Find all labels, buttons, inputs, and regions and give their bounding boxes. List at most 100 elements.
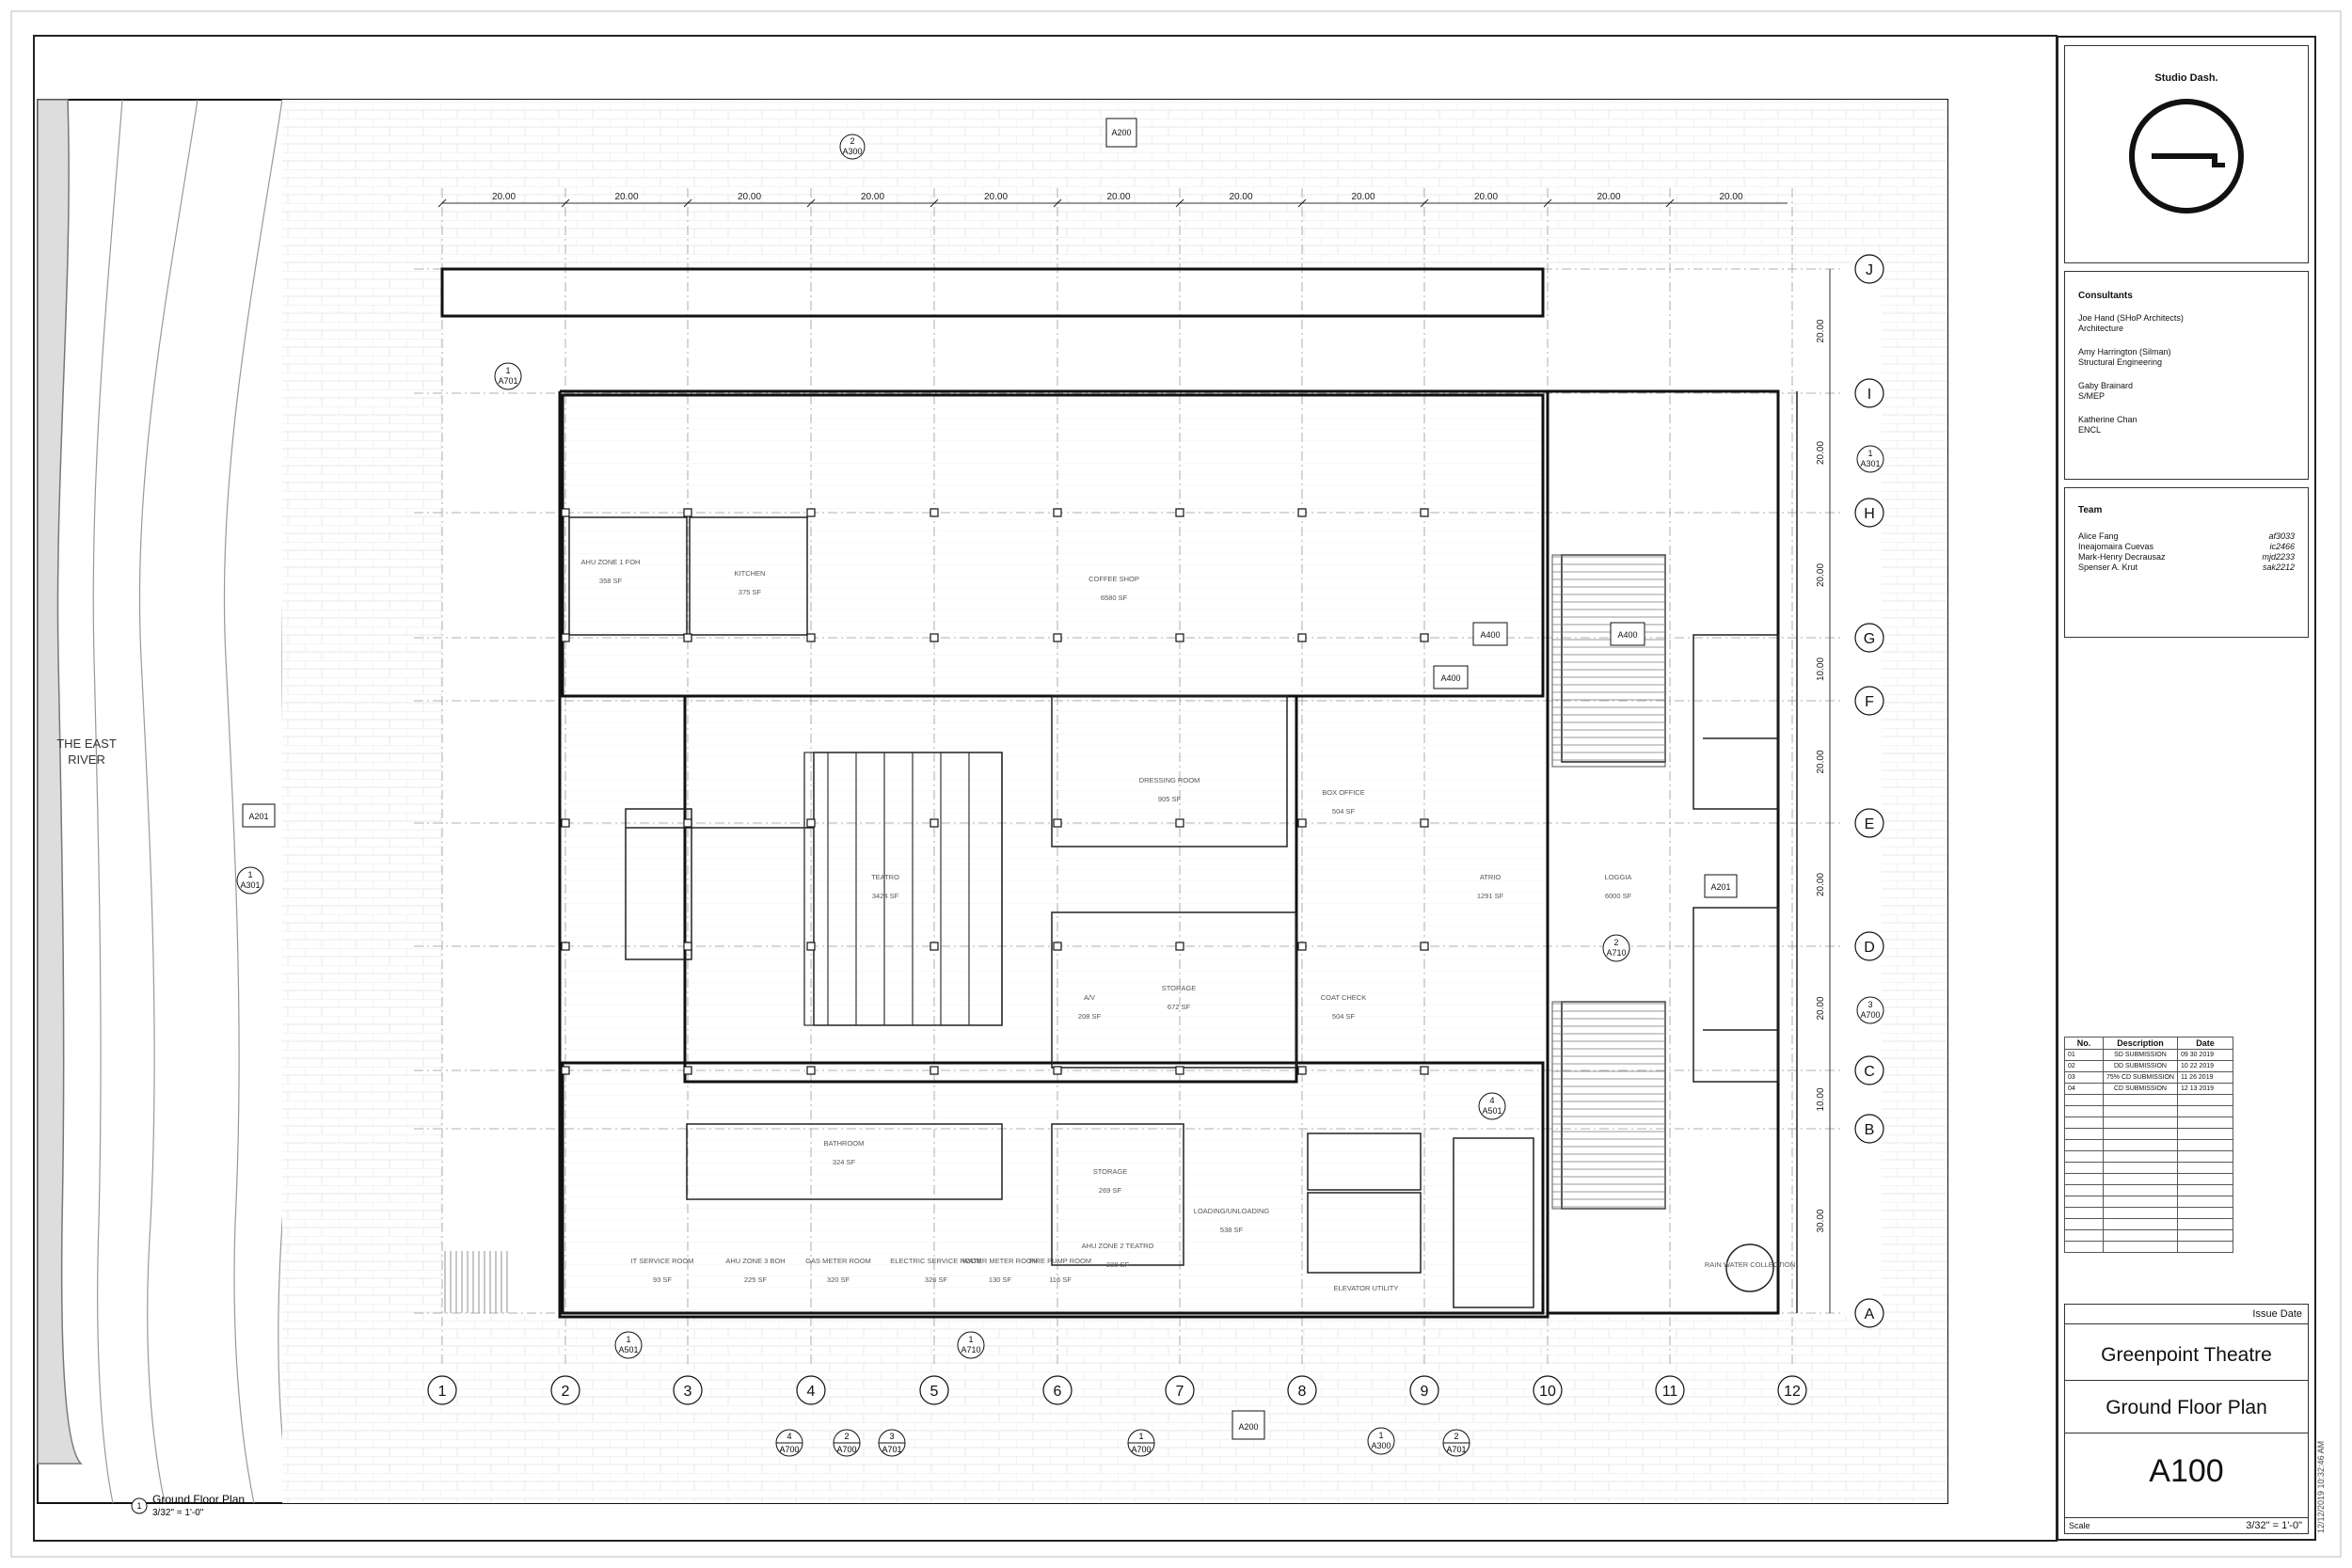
svg-text:1: 1: [626, 1335, 630, 1344]
room-label: FIRE PUMP ROOM 116 SF: [1029, 1257, 1091, 1284]
section-tag-a300-top[interactable]: 2 A300: [839, 134, 866, 160]
svg-text:326 SF: 326 SF: [925, 1275, 948, 1284]
svg-text:ATRIO: ATRIO: [1480, 873, 1502, 881]
elevation-tag-a400-left[interactable]: A400: [1472, 622, 1508, 646]
grid-bubble-row-B: B: [1854, 1114, 1884, 1144]
grid-bubble-col-9: 9: [1409, 1375, 1439, 1405]
side-dimension: 10.00: [1816, 657, 1826, 681]
consultant-3-name: Gaby Brainard: [2078, 381, 2134, 390]
elevation-tag-a200-top[interactable]: A200: [1105, 118, 1137, 148]
elevation-tag-a400-mid[interactable]: A400: [1433, 665, 1469, 689]
revision-row: [2064, 1117, 2233, 1129]
side-dimension: 30.00: [1816, 1209, 1826, 1232]
rev-col-no: No.: [2064, 1037, 2104, 1050]
grid-bubble-row-D: D: [1854, 931, 1884, 961]
grid-bubble-row-C: C: [1854, 1055, 1884, 1085]
elevation-tag-a200-bottom[interactable]: A200: [1232, 1410, 1265, 1440]
svg-text:IT SERVICE ROOM: IT SERVICE ROOM: [631, 1257, 694, 1265]
svg-text:ELEVATOR UTILITY: ELEVATOR UTILITY: [1334, 1284, 1399, 1292]
svg-text:A300: A300: [842, 147, 862, 156]
svg-text:1: 1: [968, 1335, 973, 1344]
section-tag-a301-right[interactable]: 1 A301: [1856, 445, 1884, 473]
svg-text:BATHROOM: BATHROOM: [824, 1139, 865, 1148]
consultant-2-role: Structural Engineering: [2078, 357, 2163, 367]
river-label-1: THE EAST: [56, 736, 117, 751]
section-tag-a710-bottom[interactable]: 1 A710: [957, 1331, 985, 1359]
svg-text:A700: A700: [1860, 1010, 1880, 1020]
svg-text:A700: A700: [836, 1445, 856, 1454]
svg-text:E: E: [1865, 816, 1875, 832]
svg-text:I: I: [1867, 387, 1871, 403]
sheet-info-panel: Issue Date Greenpoint Theatre Ground Flo…: [2064, 1304, 2309, 1534]
scale-value: 3/32" = 1'-0": [2246, 1520, 2302, 1531]
grid-bubble-row-E: E: [1854, 808, 1884, 838]
room-label: RAIN WATER COLLECTION: [1705, 1260, 1795, 1269]
section-tag-a701[interactable]: 1 A701: [494, 362, 522, 390]
svg-text:KITCHEN: KITCHEN: [735, 569, 766, 578]
revision-row: [2064, 1094, 2233, 1106]
revision-row: [2064, 1229, 2233, 1242]
top-dimension: 20.00: [492, 192, 516, 202]
svg-text:320 SF: 320 SF: [827, 1275, 850, 1284]
revision-row: [2064, 1105, 2233, 1117]
section-tag-a300-bottom[interactable]: 1 A300: [1367, 1427, 1395, 1455]
revision-row: [2064, 1139, 2233, 1151]
svg-text:LOADING/UNLOADING: LOADING/UNLOADING: [1194, 1207, 1270, 1215]
svg-text:AHU ZONE 3 BOH: AHU ZONE 3 BOH: [725, 1257, 785, 1265]
top-dimension: 20.00: [861, 192, 884, 202]
elevation-tag-a201-left[interactable]: A201: [242, 803, 276, 828]
svg-text:1: 1: [1867, 449, 1872, 458]
svg-text:7: 7: [1176, 1384, 1184, 1400]
section-tag-a501-right[interactable]: 4 A501: [1478, 1092, 1506, 1120]
svg-text:A201: A201: [1710, 882, 1730, 892]
project-name: Greenpoint Theatre: [2101, 1344, 2272, 1366]
svg-text:11: 11: [1662, 1384, 1678, 1400]
section-tag-a710-right[interactable]: 2 A710: [1602, 934, 1630, 962]
svg-text:116 SF: 116 SF: [1049, 1275, 1072, 1284]
svg-text:FIRE PUMP ROOM: FIRE PUMP ROOM: [1029, 1257, 1091, 1265]
svg-text:A200: A200: [1238, 1422, 1258, 1432]
svg-text:3: 3: [684, 1384, 692, 1400]
svg-text:ELECTRIC SERVICE ROOM: ELECTRIC SERVICE ROOM: [890, 1257, 981, 1265]
svg-text:3: 3: [889, 1432, 894, 1441]
svg-text:4: 4: [1489, 1096, 1494, 1105]
elevation-tag-a201-right[interactable]: A201: [1704, 874, 1738, 898]
grid-bubble-col-6: 6: [1042, 1375, 1073, 1405]
top-dimension: 20.00: [1229, 192, 1252, 202]
elevation-tag-a400-right[interactable]: A400: [1610, 622, 1645, 646]
east-river: [37, 99, 83, 1465]
grid-bubble-row-A: A: [1854, 1298, 1884, 1328]
detail-tag-a700-right[interactable]: 3 A700: [1856, 996, 1884, 1024]
section-tag-a301-left[interactable]: 1 A301: [236, 866, 264, 895]
side-dimension: 20.00: [1816, 319, 1826, 342]
revision-row: [2064, 1150, 2233, 1163]
svg-text:A201: A201: [248, 812, 268, 821]
consultant-3-role: S/MEP: [2078, 391, 2106, 401]
grid-bubble-row-J: J: [1854, 254, 1884, 284]
svg-text:12: 12: [1784, 1384, 1801, 1400]
svg-text:A400: A400: [1440, 673, 1460, 683]
rev-col-date: Date: [2176, 1037, 2233, 1050]
svg-text:A701: A701: [882, 1445, 901, 1454]
svg-text:A701: A701: [1446, 1445, 1466, 1454]
grid-bubble-col-1: 1: [427, 1375, 457, 1405]
studio-logo-icon: [2129, 99, 2244, 214]
section-tag-a501-bottom[interactable]: 1 A501: [614, 1331, 643, 1359]
